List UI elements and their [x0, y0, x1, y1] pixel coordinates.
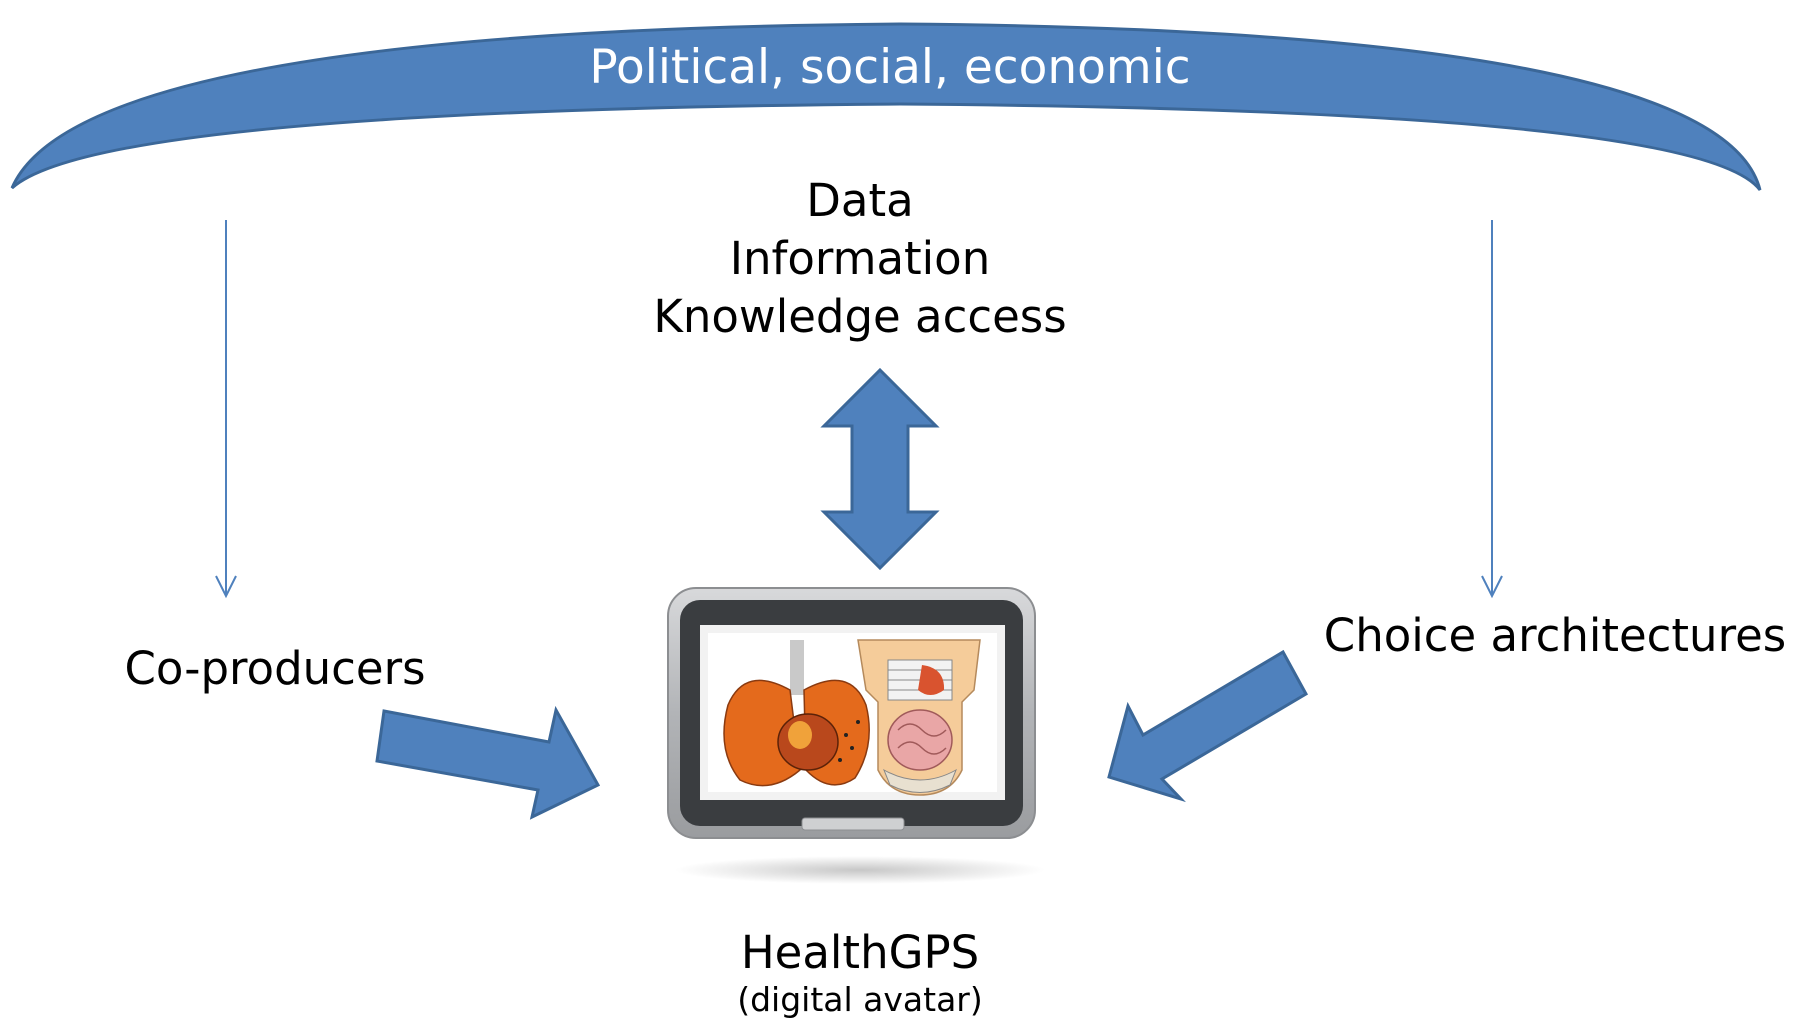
co-producers-label: Co-producers [124, 642, 426, 695]
right-thin-arrow [1481, 220, 1503, 599]
vertical-double-arrow [820, 367, 940, 571]
tablet-device-image [667, 587, 1045, 884]
left-thin-arrow [215, 220, 237, 599]
top-label-line-3: Knowledge access [653, 290, 1067, 343]
context-banner-label: Political, social, economic [589, 40, 1191, 95]
choice-architectures-label: Choice architectures [1323, 609, 1787, 662]
top-label-line-2: Information [729, 232, 991, 285]
healthgps-subtitle: (digital avatar) [737, 980, 983, 1019]
abdomen-illustration [857, 639, 981, 796]
top-label-line-1: Data [806, 174, 914, 227]
right-block-arrow [1107, 649, 1309, 803]
top-labels: Data Information Knowledge access [560, 172, 1160, 346]
lungs-illustration [723, 640, 870, 787]
healthgps-title: HealthGPS [740, 926, 980, 979]
left-block-arrow [375, 705, 601, 820]
context-banner [10, 22, 1762, 191]
